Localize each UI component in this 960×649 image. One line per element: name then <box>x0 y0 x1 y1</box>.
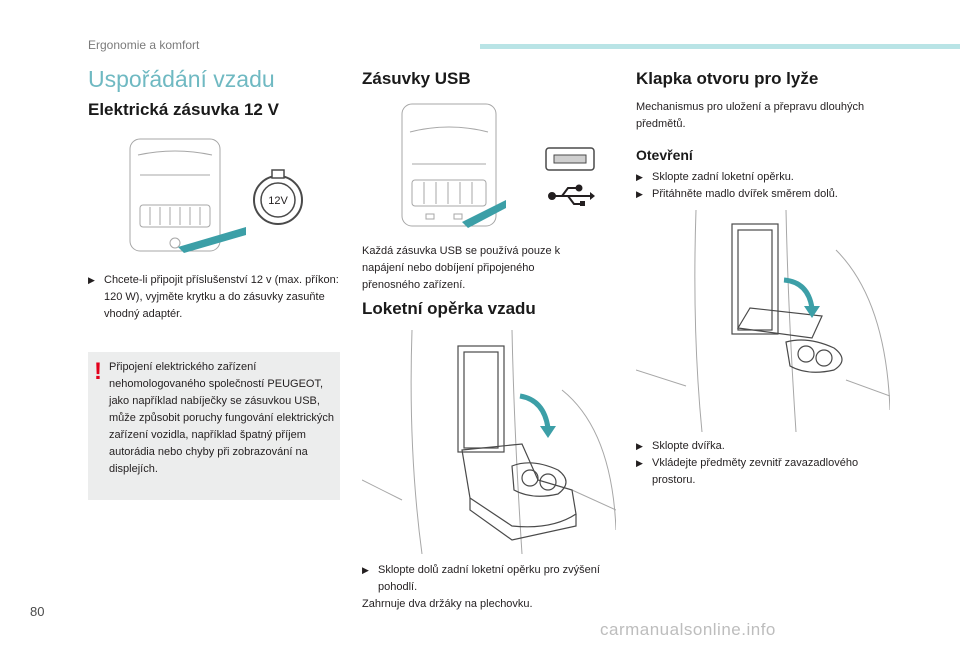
list-item: ▶ Přitáhněte madlo dvířek směrem dolů. <box>636 186 886 203</box>
warning-icon: ! <box>94 358 102 385</box>
arrow-bullet-icon: ▶ <box>636 441 643 451</box>
arrow-bullet-icon: ▶ <box>88 275 95 285</box>
arrow-bullet-icon: ▶ <box>636 458 643 468</box>
watermark: carmanualsonline.info <box>600 620 776 639</box>
armrest-note: Zahrnuje dva držáky na plechovku. <box>362 598 533 610</box>
illustration-armrest <box>362 330 616 554</box>
usb-port-icon <box>545 147 595 171</box>
illustration-usb-sockets <box>401 103 506 228</box>
usb-symbol-icon <box>548 184 595 206</box>
socket-12v-label: 12V <box>268 195 288 207</box>
illustration-12v-socket <box>129 138 246 253</box>
socket-12v-icon: 12V <box>253 169 303 225</box>
opening-steps-top: ▶ Sklopte zadní loketní opěrku. ▶ Přitáh… <box>636 169 886 203</box>
heading-ski-hatch: Klapka otvoru pro lyže <box>636 69 819 88</box>
list-item: ▶ Sklopte zadní loketní opěrku. <box>636 169 886 186</box>
ski-hatch-intro: Mechanismus pro uložení a přepravu dlouh… <box>636 101 865 130</box>
heading-armrest: Loketní opěrka vzadu <box>362 299 536 318</box>
heading-usb: Zásuvky USB <box>362 69 471 88</box>
page-title: Uspořádání vzadu <box>88 66 275 92</box>
arrow-bullet-icon: ▶ <box>362 565 369 575</box>
arrow-bullet-icon: ▶ <box>636 189 643 199</box>
heading-12v-socket: Elektrická zásuvka 12 V <box>88 100 279 119</box>
list-item: ▶ Sklopte dolů zadní loketní opěrku pro … <box>362 562 602 596</box>
list-item: ▶ Chcete-li připojit příslušenství 12 v … <box>88 272 343 323</box>
list-item: ▶ Sklopte dvířka. <box>636 438 886 455</box>
illustration-ski-hatch <box>636 210 890 432</box>
heading-opening: Otevření <box>636 147 693 163</box>
opening-steps-bottom: ▶ Sklopte dvířka. ▶ Vkládejte předměty z… <box>636 438 886 489</box>
section-header: Ergonomie a komfort <box>88 38 200 52</box>
page-number: 80 <box>30 604 45 619</box>
usb-description: Každá zásuvka USB se používá pouze k nap… <box>362 245 561 291</box>
header-accent-bar <box>480 44 960 49</box>
arrow-bullet-icon: ▶ <box>636 172 643 182</box>
warning-box: ! Připojení elektrického zařízení nehomo… <box>88 352 340 500</box>
warning-text: Připojení elektrického zařízení nehomolo… <box>109 361 335 475</box>
list-item: ▶ Vkládejte předměty zevnitř zavazadlové… <box>636 455 886 489</box>
